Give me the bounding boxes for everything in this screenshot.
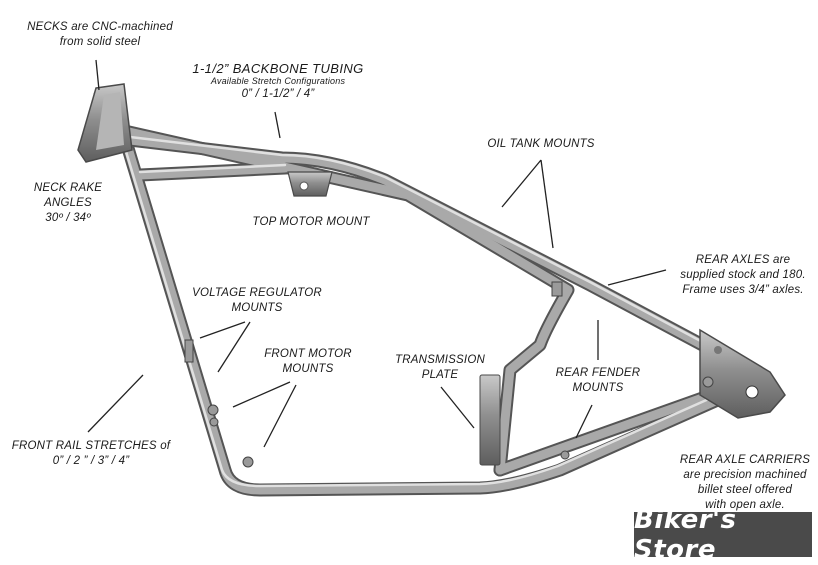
- backbone-title: 1-1/2” BACKBONE TUBING: [192, 61, 364, 76]
- voltage-regulator-line-1: VOLTAGE REGULATOR: [192, 287, 322, 299]
- rear-axles-line-1: REAR AXLES are: [695, 254, 791, 266]
- backbone-subtitle: Available Stretch Configurations: [210, 76, 346, 86]
- rear-axle-carriers-line-3: billet steel offered: [697, 484, 793, 496]
- necks-line-1: NECKS are CNC-machined: [27, 21, 173, 33]
- neck-rake-line-3: 30º / 34º: [45, 212, 91, 224]
- front-motor-line-2: MOUNTS: [282, 363, 334, 375]
- top-motor-mount-bracket: [287, 171, 333, 197]
- voltage-regulator-line-2: MOUNTS: [231, 302, 283, 314]
- transmission-plate-label: TRANSMISSION PLATE: [395, 353, 485, 383]
- rear-fender-line-1: REAR FENDER: [555, 367, 641, 379]
- front-rail-line-1: FRONT RAIL STRETCHES of: [11, 440, 171, 452]
- small-tabs: [184, 281, 714, 468]
- rear-axle-carriers-line-4: with open axle.: [705, 499, 785, 511]
- top-motor-text: TOP MOTOR MOUNT: [252, 216, 370, 228]
- rear-axles-line-2: supplied stock and 180.: [680, 269, 806, 281]
- backbone-values: 0” / 1-1/2” / 4”: [241, 88, 315, 100]
- transmission-line-1: TRANSMISSION: [395, 354, 485, 366]
- front-rail-line-2: 0” / 2 ” / 3” / 4”: [52, 455, 130, 467]
- rear-fender-mounts-label: REAR FENDER MOUNTS: [556, 366, 641, 396]
- necks-label: NECKS are CNC-machined from solid steel: [27, 20, 173, 50]
- rear-axles-line-3: Frame uses 3/4” axles.: [682, 284, 804, 296]
- frame-tubes: [93, 88, 747, 497]
- transmission-plate: [479, 374, 501, 466]
- rear-axle-carriers-label: REAR AXLE CARRIERS are precision machine…: [680, 453, 810, 513]
- rear-axle-carriers-line-1: REAR AXLE CARRIERS: [679, 454, 811, 466]
- rear-axles-label: REAR AXLES are supplied stock and 180. F…: [680, 253, 805, 298]
- neck-rake-line-2: ANGLES: [44, 197, 92, 209]
- front-rail-label: FRONT RAIL STRETCHES of 0” / 2 ” / 3” / …: [12, 439, 170, 469]
- voltage-regulator-label: VOLTAGE REGULATOR MOUNTS: [192, 286, 322, 316]
- front-motor-mounts-label: FRONT MOTOR MOUNTS: [264, 347, 352, 377]
- neck-casting: [77, 83, 133, 163]
- rear-axle-carrier: [699, 328, 786, 419]
- backbone-label: 1-1/2” BACKBONE TUBING Available Stretch…: [192, 61, 363, 102]
- neck-rake-line-1: NECK RAKE: [33, 182, 103, 194]
- oil-tank-label: OIL TANK MOUNTS: [487, 137, 594, 152]
- top-motor-mount-label: TOP MOTOR MOUNT: [252, 215, 369, 230]
- rear-axle-carriers-line-2: are precision machined: [683, 469, 807, 481]
- oil-tank-text: OIL TANK MOUNTS: [487, 138, 595, 150]
- neck-rake-label: NECK RAKE ANGLES 30º / 34º: [34, 181, 102, 226]
- transmission-line-2: PLATE: [421, 369, 459, 381]
- front-motor-line-1: FRONT MOTOR: [264, 348, 352, 360]
- necks-line-2: from solid steel: [59, 36, 141, 48]
- leader-lines: [87, 59, 667, 448]
- rear-fender-line-2: MOUNTS: [572, 382, 624, 394]
- bikers-store-logo: Biker's Store: [634, 505, 812, 565]
